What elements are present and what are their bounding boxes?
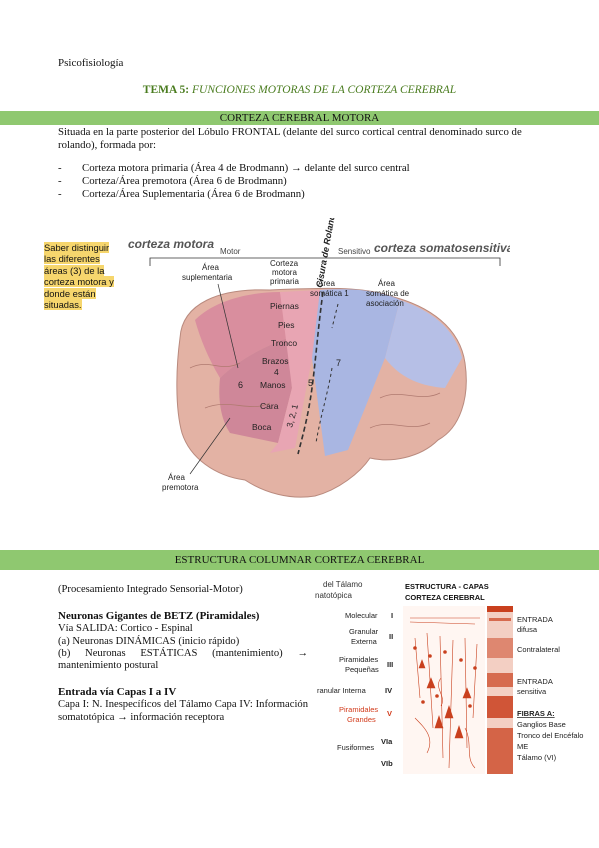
layer-name-highlight: Grandes (347, 715, 376, 724)
central-sulcus (297, 291, 324, 455)
label-tronco: Tronco (271, 338, 297, 348)
neuron-drawing-panel (403, 606, 485, 774)
highlight-note: Saber distinguir las diferentes áreas (3… (44, 242, 119, 311)
thalamus-label-1: del Tálamo (323, 580, 363, 589)
betz-title: Neuronas Gigantes de BETZ (Piramidales) (58, 610, 260, 623)
label-num-4: 4 (274, 367, 279, 377)
layer-name: ranular Interna (317, 686, 367, 695)
input-labels: ENTRADA difusa Contralateral ENTRADA sen… (517, 615, 583, 762)
label-num-7: 7 (336, 358, 341, 368)
label-pies: Pies (278, 320, 295, 330)
area-sup-pointer (217, 283, 239, 369)
betz-block: Neuronas Gigantes de BETZ (Piramidales) … (58, 610, 308, 672)
premotora-pointer (189, 417, 231, 475)
label-manos: Manos (260, 380, 286, 390)
cortex-title-1: ESTRUCTURA - CAPAS (405, 582, 489, 591)
betz-line: (a) Neuronas DINÁMICAS (inicio rápido) (58, 635, 240, 647)
asociacion-label-2: somática de (366, 289, 410, 298)
entrada-sensitiva-2: sensitiva (517, 687, 547, 696)
section-heading-motora: CORTEZA CEREBRAL MOTORA (0, 111, 599, 125)
layer-roman: I (391, 611, 393, 620)
layer-roman: VIa (381, 737, 393, 746)
list-item: Corteza/Área premotora (Área 6 de Brodma… (58, 175, 410, 188)
tema-title: FUNCIONES MOTORAS DE LA CORTEZA CEREBRAL (192, 84, 457, 96)
area-suplementaria-region (195, 292, 288, 378)
motor-primaria-region (270, 290, 320, 453)
contralateral-label: Contralateral (517, 645, 560, 654)
layer-name-highlight: Piramidales (339, 705, 378, 714)
layer-name: Fusiformes (337, 743, 374, 752)
motor-caption: Motor (220, 247, 241, 256)
entrada-title: Entrada vía Capas I a IV (58, 686, 177, 699)
label-num-6: 6 (238, 380, 243, 390)
somatosensory-cortex-caption: corteza somatosensitiva (374, 241, 510, 255)
estructura-text-column: (Procesamiento Integrado Sensorial-Motor… (58, 584, 308, 738)
brain-motor-cortex-figure: corteza motora Motor Sensitivo corteza s… (128, 218, 510, 498)
layer-roman: IV (385, 686, 392, 695)
entrada-block: Entrada vía Capas I a IV Capa I: N. Ines… (58, 686, 308, 724)
page-title: TEMA 5: FUNCIONES MOTORAS DE LA CORTEZA … (0, 84, 599, 96)
label-brazos: Brazos (262, 356, 288, 366)
label-cara: Cara (260, 401, 279, 411)
entrada-difusa-1: ENTRADA (517, 615, 553, 624)
motor-primaria-label-1: Corteza (270, 259, 299, 268)
estructura-intro: (Procesamiento Integrado Sensorial-Motor… (58, 584, 243, 595)
asociacion-label-1: Área (378, 279, 395, 288)
motor-primaria-label-3: primaria (270, 277, 299, 286)
cisura-roland-label: Cisura de Roland (314, 218, 337, 288)
premotora-label-1: Área (168, 473, 185, 482)
thalamus-label-2: natotópica (315, 591, 352, 600)
fibras-title: FIBRAS A: (517, 709, 555, 718)
list-item: Corteza/Área Suplementaria (Área 6 de Br… (58, 188, 410, 201)
list-item: Corteza motora primaria (Área 4 de Brodm… (58, 162, 410, 175)
layer-name: Molecular (345, 611, 378, 620)
entrada-sensitiva-1: ENTRADA (517, 677, 553, 686)
stained-column-cells (487, 606, 513, 774)
somatica1-label-2: somática 1 (310, 289, 349, 298)
fibras-item: Ganglios Base (517, 720, 566, 729)
layer-name: Externa (351, 637, 378, 646)
section-heading-estructura: ESTRUCTURA COLUMNAR CORTEZA CEREBRAL (0, 550, 599, 570)
layer-roman: V (387, 709, 392, 718)
cortex-title-2: CORTEZA CEREBRAL (405, 593, 485, 602)
layer-roman: II (389, 632, 393, 641)
area-asociacion-region (385, 300, 462, 388)
fibras-item: Tálamo (VI) (517, 753, 557, 762)
area-sup-label-1: Área (202, 263, 219, 272)
cortex-layers-figure: del Tálamo natotópica ESTRUCTURA - CAPAS… (315, 580, 583, 774)
highlight-note-text: Saber distinguir las diferentes áreas (3… (44, 242, 114, 311)
fibras-item: ME (517, 742, 528, 751)
area-sup-label-2: suplementaria (182, 273, 233, 282)
asociacion-label-3: asociación (366, 299, 404, 308)
label-boca: Boca (252, 422, 272, 432)
label-num-5: 5 (308, 378, 313, 388)
tema-number: TEMA 5: (142, 84, 190, 96)
header-bracket (149, 257, 501, 266)
intro-paragraph: Situada en la parte posterior del Lóbulo… (58, 126, 522, 151)
premotora-label-2: premotora (162, 483, 199, 492)
motor-cortex-caption: corteza motora (128, 237, 214, 251)
somatica1-label-1: Área (318, 279, 335, 288)
entrada-text: Capa I: N. Inespecíficos del Tálamo Capa… (58, 699, 308, 723)
layer-roman: VIb (381, 759, 393, 768)
label-piernas: Piernas (270, 301, 299, 311)
neuron-drawings (409, 617, 480, 769)
document-header: Psicofisiología (58, 57, 124, 69)
fibras-item: Tronco del Encéfalo (517, 731, 583, 740)
betz-line: (b) Neuronas ESTÁTICAS (mantenimiento) →… (58, 647, 308, 672)
motor-primaria-label-2: motora (272, 268, 297, 277)
layer-name: Piramidales (339, 655, 378, 664)
entrada-difusa-2: difusa (517, 625, 538, 634)
layer-roman: III (387, 660, 393, 669)
layer-name: Granular (349, 627, 379, 636)
layer-labels: Molecular I Granular Externa II Piramida… (317, 611, 393, 768)
area-somatica-region (312, 289, 400, 456)
layer-name: Pequeñas (345, 665, 379, 674)
sensitive-caption: Sensitivo (338, 247, 371, 256)
betz-line: Vía SALIDA: Cortico - Espinal (58, 623, 193, 635)
sensory-boundary (315, 303, 339, 444)
motor-areas-list: Corteza motora primaria (Área 4 de Brodm… (58, 162, 410, 201)
gyri-lines (189, 362, 441, 429)
